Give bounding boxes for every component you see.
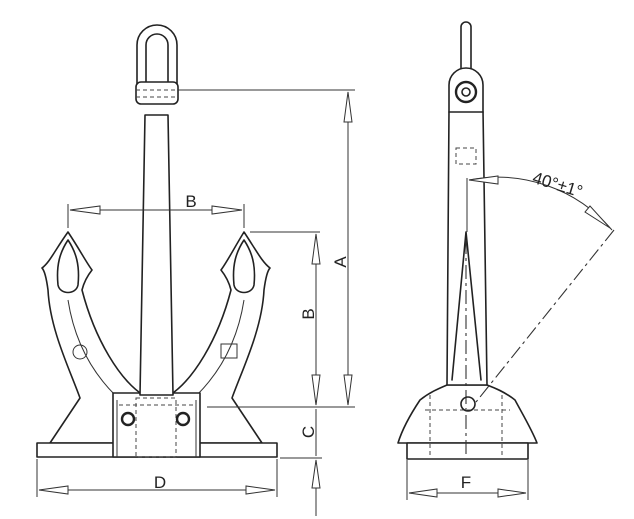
dimension-f-label: F xyxy=(461,473,471,492)
angle-dimension: 40°±1° xyxy=(466,168,615,403)
dimension-b-horizontal-label: B xyxy=(185,192,196,211)
dimension-b-horizontal: B xyxy=(67,192,245,228)
dimension-a-label: A xyxy=(331,256,350,268)
dimension-d-label: D xyxy=(154,473,166,492)
dimension-b-vertical-label: B xyxy=(299,308,318,319)
dimension-c: C xyxy=(280,409,322,516)
front-view: A B B C xyxy=(36,24,355,516)
side-eye xyxy=(454,80,478,104)
side-base xyxy=(397,384,538,444)
side-lug xyxy=(460,21,472,71)
crown-block xyxy=(112,392,201,458)
angle-label: 40°±1° xyxy=(530,168,585,201)
shackle xyxy=(135,24,179,105)
dimension-b-vertical: B xyxy=(250,231,321,406)
dimension-d: D xyxy=(36,459,278,497)
shank xyxy=(139,114,174,396)
side-view: 40°±1° F xyxy=(397,21,615,500)
dimension-c-label: C xyxy=(299,426,318,438)
side-base-plate xyxy=(406,442,529,460)
dimension-f: F xyxy=(406,460,529,500)
dimension-a: A xyxy=(178,89,355,408)
